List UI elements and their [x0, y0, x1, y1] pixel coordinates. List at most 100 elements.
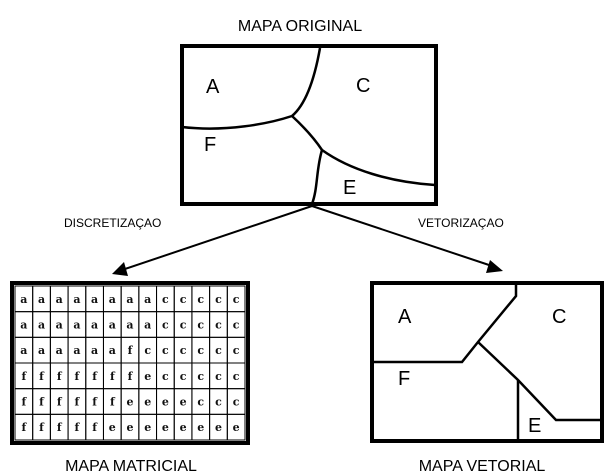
vector-region-a: A	[398, 306, 412, 328]
raster-cell-label: a	[38, 319, 45, 332]
raster-cell-label: a	[38, 293, 45, 306]
raster-cell-label: f	[57, 370, 63, 383]
raster-cell-label: c	[197, 319, 204, 332]
raster-cell-label: c	[233, 370, 240, 383]
raster-cell-label: a	[126, 319, 133, 332]
raster-cell-label: a	[91, 293, 98, 306]
raster-cell-label: c	[180, 293, 187, 306]
raster-cell-label: a	[56, 344, 63, 357]
raster-cell-label: e	[162, 421, 169, 434]
raster-cell-label: a	[91, 319, 98, 332]
raster-cell-label: c	[197, 370, 204, 383]
raster-map-title: MAPA MATRICIAL	[65, 458, 197, 474]
original-region-a: A	[206, 76, 220, 98]
raster-cell-label: f	[75, 396, 81, 409]
discretization-label: DISCRETIZAÇAO	[64, 216, 161, 230]
raster-cell-label: c	[197, 344, 204, 357]
raster-cell-label: a	[20, 344, 27, 357]
raster-cell-label: a	[109, 293, 116, 306]
raster-cell-label: f	[128, 344, 134, 357]
boundary-f-e	[310, 149, 324, 205]
raster-cell-label: e	[144, 421, 151, 434]
raster-cell-label: c	[233, 293, 240, 306]
raster-cell-label: a	[109, 319, 116, 332]
raster-cell-label: f	[92, 396, 98, 409]
raster-cell-label: f	[21, 396, 27, 409]
raster-cell-label: c	[233, 396, 240, 409]
raster-cell-label: a	[56, 319, 63, 332]
original-region-c: C	[356, 75, 370, 97]
raster-cell-label: a	[73, 319, 80, 332]
boundary-a-c	[181, 47, 322, 130]
raster-cell-label: f	[110, 396, 116, 409]
raster-cell-label: f	[75, 370, 81, 383]
raster-cell-label: a	[91, 344, 98, 357]
raster-cell-label: f	[75, 421, 81, 434]
raster-cell-label: a	[144, 293, 151, 306]
raster-cell-label: c	[144, 344, 151, 357]
raster-cell-label: c	[162, 293, 169, 306]
raster-cell-label: c	[215, 344, 222, 357]
raster-map-frame	[10, 281, 250, 445]
raster-cell-label: f	[39, 396, 45, 409]
raster-cell-label: c	[180, 370, 187, 383]
raster-cell-label: c	[215, 293, 222, 306]
raster-cell-label: c	[197, 293, 204, 306]
raster-cell-label: e	[109, 421, 116, 434]
vector-region-c: C	[552, 306, 566, 328]
vector-boundary-a	[374, 283, 518, 364]
raster-cell-label: c	[197, 396, 204, 409]
raster-cell-label: e	[127, 421, 134, 434]
vectorization-label: VETORIZAÇAO	[418, 216, 504, 230]
raster-cell-label: e	[144, 370, 151, 383]
vector-map-frame	[370, 281, 604, 443]
raster-cell-label: a	[109, 344, 116, 357]
raster-cell-label: c	[180, 344, 187, 357]
vector-map-title: MAPA VETORIAL	[419, 458, 546, 474]
original-map-frame	[180, 44, 438, 206]
raster-cell-label: c	[180, 319, 187, 332]
raster-cell-label: c	[162, 370, 169, 383]
raster-cell-label: e	[162, 396, 169, 409]
arrow-right-head	[486, 260, 503, 273]
boundary-c-e	[291, 115, 436, 187]
raster-cell-label: f	[92, 421, 98, 434]
raster-cell-label: a	[20, 319, 27, 332]
vector-map: A C F E	[370, 281, 604, 443]
raster-cell-label: e	[197, 421, 204, 434]
raster-cell-label: c	[215, 370, 222, 383]
raster-cell-label: f	[128, 370, 134, 383]
raster-cell-label: c	[215, 319, 222, 332]
arrow-left-line	[121, 205, 313, 271]
raster-cell-label: a	[56, 293, 63, 306]
arrows	[112, 205, 503, 276]
raster-cell-label: f	[21, 421, 27, 434]
raster-cell-label: f	[110, 370, 116, 383]
raster-cell-label: a	[38, 344, 45, 357]
arrow-right-line	[311, 205, 493, 267]
raster-cell-label: e	[233, 421, 240, 434]
vector-boundary-c-e	[477, 341, 602, 422]
raster-cell-label: e	[127, 396, 134, 409]
raster-cell-label: f	[21, 370, 27, 383]
original-region-e: E	[343, 177, 356, 199]
raster-cell-label: c	[162, 319, 169, 332]
vector-region-f: F	[398, 368, 410, 390]
raster-cell-label: c	[215, 396, 222, 409]
raster-cell-label: f	[39, 370, 45, 383]
raster-cell	[226, 413, 246, 441]
original-region-f: F	[204, 134, 216, 156]
raster-cell-label: e	[180, 421, 187, 434]
original-map: A C F E	[180, 44, 438, 206]
raster-cell-label: a	[126, 293, 133, 306]
raster-cell-label: e	[215, 421, 222, 434]
raster-cell-label: a	[73, 293, 80, 306]
raster-cell-label: a	[20, 293, 27, 306]
raster-cell-label: e	[144, 396, 151, 409]
raster-cell-label: f	[92, 370, 98, 383]
raster-cell-label: c	[233, 344, 240, 357]
raster-cell-label: c	[162, 344, 169, 357]
raster-cell-label: f	[57, 396, 63, 409]
raster-cell-label: a	[144, 319, 151, 332]
